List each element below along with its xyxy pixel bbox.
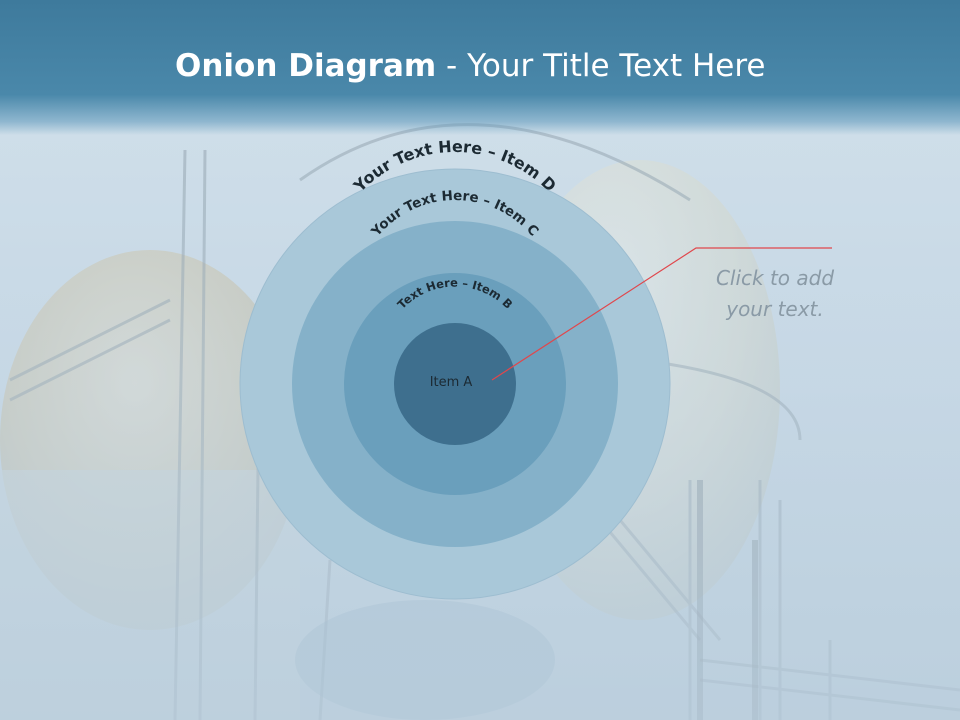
callout-line xyxy=(491,247,832,381)
callout-placeholder[interactable]: Click to add your text. xyxy=(690,263,860,325)
callout-line-1: Click to add xyxy=(715,266,835,290)
onion-layer-a[interactable] xyxy=(394,323,516,445)
title-band xyxy=(0,0,960,135)
label-item-a: Item A xyxy=(430,375,473,390)
callout-line-2: your text. xyxy=(726,297,824,321)
slide-title-rest: - Your Title Text Here xyxy=(436,48,766,84)
slide-title-bold: Onion Diagram xyxy=(175,48,437,84)
slide-title[interactable]: Onion Diagram - Your Title Text Here xyxy=(175,48,765,84)
